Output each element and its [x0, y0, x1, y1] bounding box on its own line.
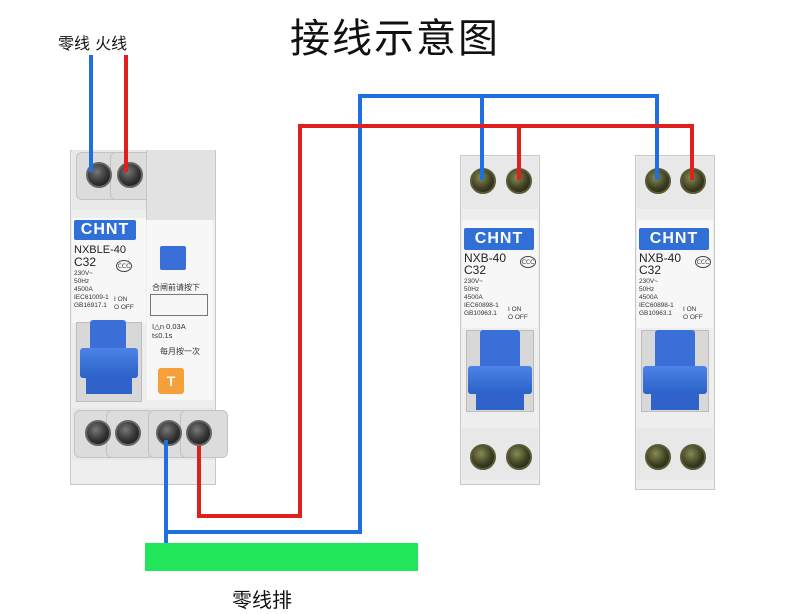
branch1-on-off: I ON O OFF — [508, 306, 528, 321]
branch1-ccc-mark: CCC — [520, 256, 536, 268]
branch1-brand-logo: CHNT — [464, 228, 534, 250]
branch2-spec: 230V~ 50Hz 4500A IEC60898-1 GB10963.1 — [639, 278, 674, 317]
main-rating: C32 — [74, 255, 97, 269]
branch2-toggle-handle[interactable] — [643, 366, 707, 394]
branch2-brand-logo: CHNT — [639, 228, 709, 250]
main-handle-base — [86, 376, 132, 394]
main-on-off: I ON O OFF — [114, 296, 134, 311]
branch2-bottom-screw-1 — [645, 444, 671, 470]
branch1-spec: 230V~ 50Hz 4500A IEC60898-1 GB10963.1 — [464, 278, 499, 317]
rcd-circuit-symbol — [150, 294, 208, 316]
neutral-feed-wire — [166, 94, 659, 534]
branch1-handle-top — [480, 330, 520, 370]
branch1-bottom-screw-1 — [470, 444, 496, 470]
rcd-leak-spec: I△n 0.03A t≤0.1s — [152, 322, 186, 340]
main-brand-logo: CHNT — [74, 220, 136, 240]
main-toggle-handle[interactable] — [80, 348, 138, 378]
neutral-label: 零线 — [58, 34, 91, 53]
rcd-test-button[interactable]: T — [158, 368, 184, 394]
main-model: NXBLE-40 — [74, 244, 126, 256]
branch2-handle-top — [655, 330, 695, 370]
rcd-press-note: 合闸前请按下 — [152, 283, 200, 292]
branch2-handle-base — [651, 392, 699, 410]
branch2-bottom-screw-2 — [680, 444, 706, 470]
live-label: 火线 — [95, 34, 128, 53]
main-bottom-screw-1 — [85, 420, 111, 446]
live-feed-wire — [197, 124, 694, 518]
main-ccc-mark: CCC — [116, 260, 132, 272]
main-bottom-screw-live-out — [186, 420, 212, 446]
branch2-rating: C32 — [639, 263, 662, 277]
branch1-toggle-handle[interactable] — [468, 366, 532, 394]
branch1-handle-base — [476, 392, 524, 410]
neutral-busbar — [145, 543, 418, 571]
branch2-model: NXB-40 — [639, 251, 682, 265]
branch1-rating: C32 — [464, 263, 487, 277]
rcd-reset-button[interactable] — [160, 246, 186, 270]
branch2-ccc-mark: CCC — [695, 256, 711, 268]
branch1-bottom-screw-2 — [506, 444, 532, 470]
main-top-screw-neutral — [86, 162, 112, 188]
top-wire-labels: 零线 火线 — [58, 30, 127, 54]
busbar-label: 零线排 — [232, 588, 292, 612]
rcd-monthly-note: 每月按一次 — [160, 347, 200, 356]
main-handle-top — [90, 320, 126, 352]
main-top-screw-live — [117, 162, 143, 188]
main-spec: 230V~ 50Hz 4500A IEC61009-1 GB16917.1 — [74, 270, 109, 309]
diagram-title: 接线示意图 — [290, 16, 500, 62]
branch1-model: NXB-40 — [464, 251, 507, 265]
branch2-on-off: I ON O OFF — [683, 306, 703, 321]
main-bottom-screw-2 — [115, 420, 141, 446]
rcd-module-top — [146, 150, 215, 220]
main-bottom-screw-neutral-out — [156, 420, 182, 446]
